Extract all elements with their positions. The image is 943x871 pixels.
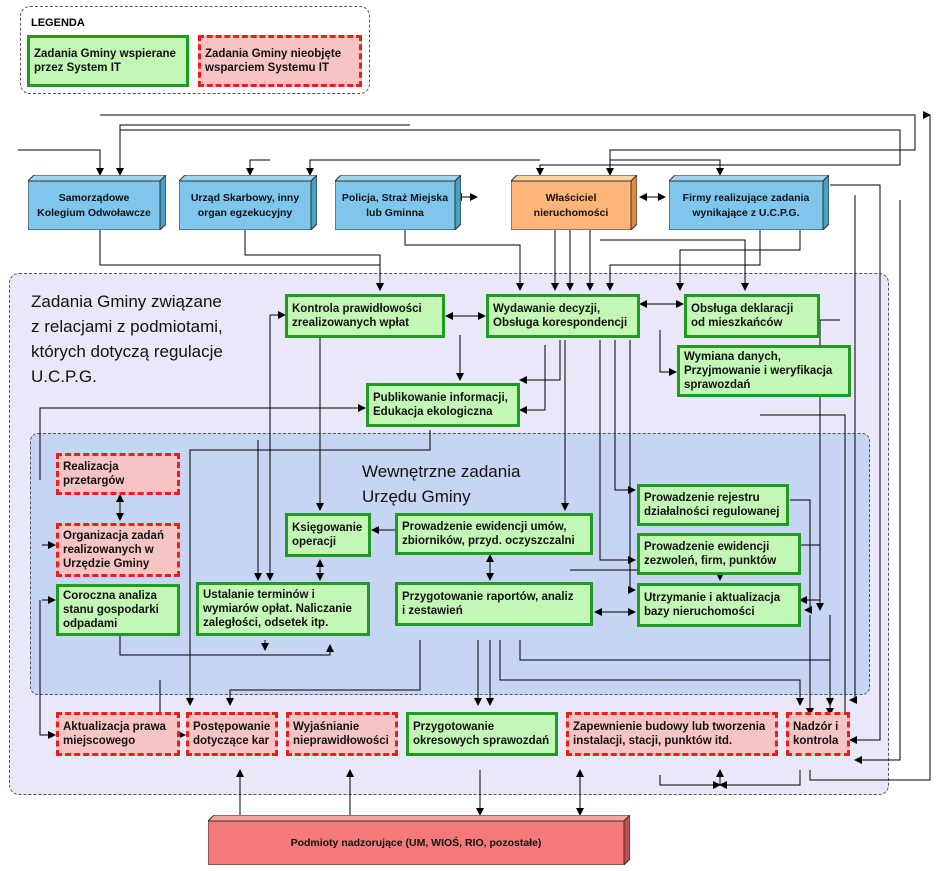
nadzorujace-box: Podmioty nadzorujące (UM, WIOŚ, RIO, poz…	[208, 815, 630, 865]
task-kontrola-wplat: Kontrola prawidłowości zrealizowanych wp…	[285, 294, 445, 338]
policja-box: Policja, Straż Miejska lub Gminna	[335, 175, 461, 230]
task-raporty: Przygotowanie raportów, analiz i zestawi…	[395, 582, 593, 626]
task-ewidencja-zezwolen: Prowadzenie ewidencji zezwoleń, firm, pu…	[637, 533, 801, 575]
task-ewidencja-umow: Prowadzenie ewidencji umów, zbiorników, …	[395, 513, 593, 555]
task-zapewnienie-budowy: Zapewnienie budowy lub tworzenia instala…	[566, 712, 778, 756]
outer-region-title: Zadania Gminy związane z relacjami z pod…	[31, 292, 223, 386]
task-realizacja-przetargow: Realizacja przetargów	[56, 453, 180, 495]
task-organizacja-zadan: Organizacja zadań realizowanych w Urzędz…	[56, 523, 180, 577]
task-publikowanie: Publikowanie informacji, Edukacja ekolog…	[366, 383, 520, 427]
legend-supported: Zadania Gminy wspierane przez System IT	[27, 35, 189, 87]
kolegium-label: Samorządowe Kolegium Odwoławcze	[37, 191, 151, 219]
task-wyjasnianie: Wyjaśnianie nieprawidłowości	[286, 712, 398, 756]
policja-label: Policja, Straż Miejska lub Gminna	[341, 191, 449, 219]
task-wydawanie-decyzji: Wydawanie decyzji, Obsługa korespondencj…	[486, 294, 640, 338]
task-baza-nieruchomosci: Utrzymanie i aktualizacja bazy nieruchom…	[637, 583, 801, 627]
task-postepowanie-kar: Postępowanie dotyczące kar	[186, 712, 278, 756]
task-ksiegowanie: Księgowanie operacji	[285, 513, 371, 557]
legend-unsupported: Zadania Gminy nieobjęte wsparciem System…	[198, 35, 362, 87]
firmy-box: Firmy realizujące zadania wynikające z U…	[669, 175, 829, 230]
skarbowy-box: Urząd Skarbowy, inny organ egzekucyjny	[179, 175, 317, 230]
firmy-label: Firmy realizujące zadania wynikające z U…	[682, 191, 810, 219]
skarbowy-label: Urząd Skarbowy, inny organ egzekucyjny	[190, 191, 300, 219]
nadzorujace-label: Podmioty nadzorujące (UM, WIOŚ, RIO, poz…	[290, 836, 542, 849]
task-aktualizacja-prawa: Aktualizacja prawa miejscowego	[56, 712, 180, 756]
task-obsluga-deklaracji: Obsługa deklaracji od mieszkańców	[684, 294, 820, 338]
task-sprawozdania: Przygotowanie okresowych sprawozdań	[406, 712, 558, 756]
inner-region-title: Wewnętrzne zadania Urzędu Gminy	[362, 462, 521, 506]
task-rejestr: Prowadzenie rejestru działalności regulo…	[637, 484, 789, 526]
wlasciciel-label: Właściciel nieruchomości	[533, 191, 609, 219]
legend-title: LEGENDA	[31, 17, 85, 29]
task-wymiana-danych: Wymiana danych, Przyjmowanie i weryfikac…	[677, 345, 851, 397]
task-coroczna-analiza: Coroczna analiza stanu gospodarki odpada…	[56, 584, 180, 636]
task-nadzor: Nadzór i kontrola	[786, 712, 850, 756]
task-ustalanie-terminow: Ustalanie terminów i wymiarów opłat. Nal…	[196, 582, 370, 636]
legend: LEGENDA Zadania Gminy wspierane przez Sy…	[20, 6, 370, 94]
kolegium-box: Samorządowe Kolegium Odwoławcze	[28, 175, 166, 230]
wlasciciel-box: Właściciel nieruchomości	[511, 175, 637, 230]
